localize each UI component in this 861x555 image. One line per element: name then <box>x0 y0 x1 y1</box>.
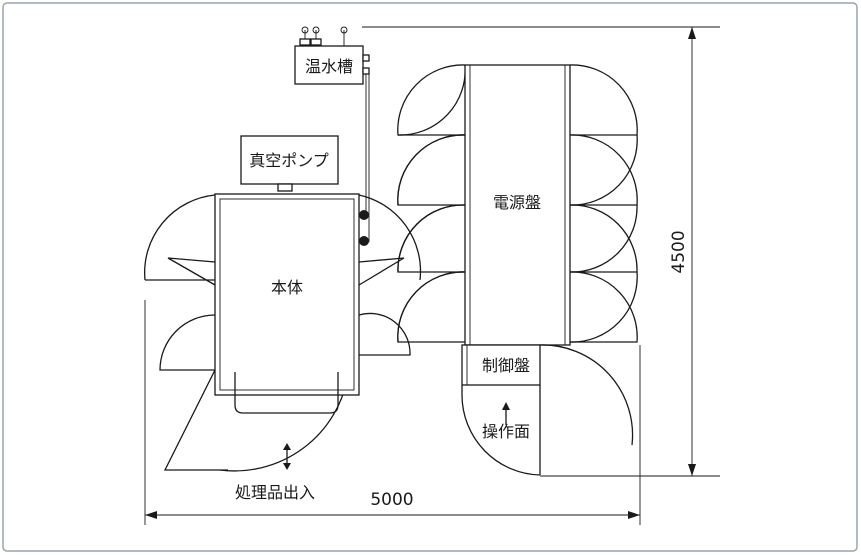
power-right-door-4 <box>569 271 638 343</box>
tank-port <box>362 54 370 62</box>
dim-arrow-right <box>628 511 640 519</box>
load-unload-arrow: 処理品出入 <box>235 443 315 502</box>
power-right-door-3 <box>569 204 638 273</box>
tank-port <box>362 67 370 75</box>
vacuum-pump-connector <box>277 183 293 192</box>
dimensions: 5000 4500 <box>144 26 720 525</box>
right-lower-door-arc <box>358 312 411 356</box>
operation-face-label: 操作面 <box>482 422 530 441</box>
main-unit-tray <box>234 372 339 414</box>
tank-valve <box>301 26 309 34</box>
left-door-arc <box>144 194 216 281</box>
power-left-swing-2 <box>397 134 466 206</box>
tank-fitting <box>310 38 322 46</box>
main-unit-inner <box>219 198 355 391</box>
power-left-door-4 <box>397 271 466 343</box>
tank-valve <box>340 26 348 34</box>
dim-arrow-left <box>145 511 157 519</box>
dim-arrow-top <box>688 27 696 39</box>
hot-water-tank: 温水槽 <box>294 26 370 85</box>
bottom-door-arc <box>219 374 349 472</box>
operation-arrow-head <box>502 402 510 410</box>
vacuum-pump: 真空ポンプ <box>240 135 339 192</box>
control-panel: 制御盤 操作面 <box>461 344 634 476</box>
pipe-joint <box>359 210 369 220</box>
power-right-door-1 <box>569 64 638 136</box>
power-left-door-3 <box>397 204 466 273</box>
dim-width-label: 5000 <box>370 490 413 510</box>
dim-arrow-bottom <box>688 464 696 476</box>
load-unload-label: 処理品出入 <box>235 483 315 502</box>
operation-zone-arc <box>461 394 541 476</box>
hot-water-tank-label: 温水槽 <box>305 57 353 76</box>
dim-depth-label: 4500 <box>669 230 689 273</box>
main-unit-label: 本体 <box>271 278 303 297</box>
main-unit-body <box>214 193 360 396</box>
load-arrow-head-up <box>283 443 291 450</box>
power-panel: 電源盤 <box>397 64 638 346</box>
main-unit-doors <box>144 194 422 472</box>
tank-box <box>294 45 364 85</box>
left-lower-door-arc <box>159 314 216 371</box>
power-left-door-1 <box>397 64 466 136</box>
tank-valve <box>312 26 320 34</box>
main-unit: 本体 <box>214 193 360 414</box>
power-right-swing-3 <box>569 204 638 273</box>
right-door-hinge <box>358 257 405 286</box>
left-lower-door-leaf <box>163 369 228 471</box>
control-panel-box <box>461 344 541 386</box>
power-panel-label: 電源盤 <box>493 193 541 212</box>
power-left-swing-3 <box>397 204 466 273</box>
right-door-arc <box>358 194 422 281</box>
vacuum-pump-label: 真空ポンプ <box>249 151 329 170</box>
power-right-swing-2 <box>569 134 638 206</box>
control-panel-label: 制御盤 <box>482 356 530 375</box>
pipe-joint <box>359 236 369 246</box>
control-right-arc <box>539 344 634 446</box>
power-right-swing-4 <box>569 271 638 343</box>
load-arrow-head-down <box>283 463 291 470</box>
tank-fitting <box>299 38 311 46</box>
power-left-swing-4 <box>397 271 466 343</box>
power-panel-body <box>464 64 571 346</box>
left-door-hinge <box>167 257 216 286</box>
power-left-swing-1 <box>397 64 466 136</box>
power-left-door-2 <box>397 134 466 206</box>
power-right-door-2 <box>569 134 638 206</box>
